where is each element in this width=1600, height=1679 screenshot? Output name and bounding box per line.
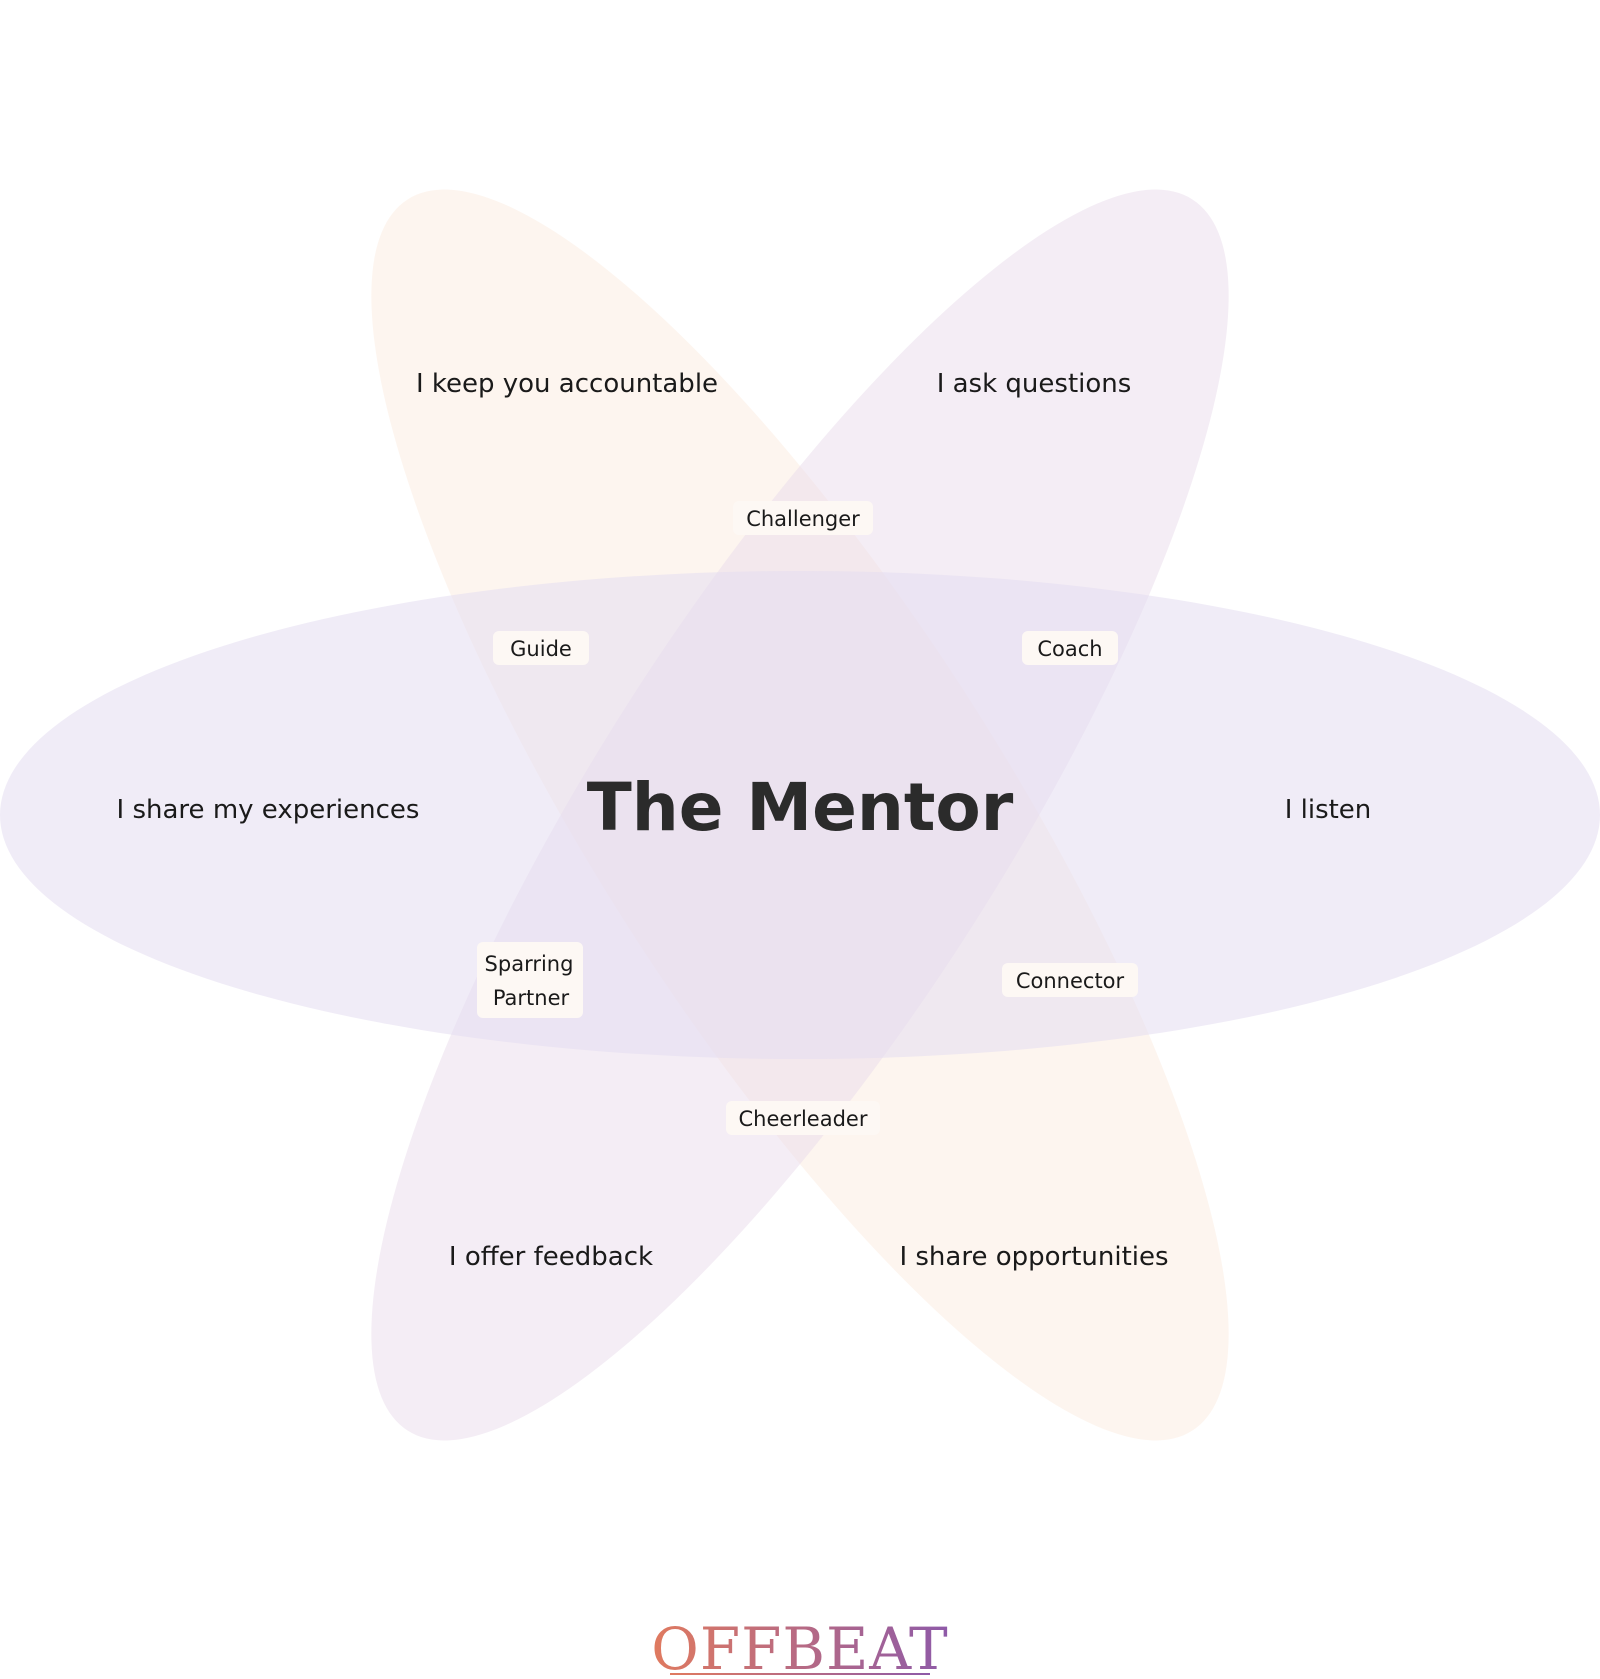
role-label-partner: Partner [493,986,570,1010]
role-badge-guide: Guide [493,631,589,665]
role-label-coach: Coach [1037,637,1102,661]
role-label-challenger: Challenger [746,507,860,531]
role-badge-challenger: Challenger [733,501,873,535]
role-badge-cheerleader: Cheerleader [726,1101,880,1135]
center-title: The Mentor [587,769,1014,846]
petal-label-experiences: I share my experiences [117,795,420,825]
petal-label-listen: I listen [1285,795,1372,825]
brand-wordmark: OFFBEAT [651,1615,948,1679]
brand-underline [670,1673,930,1675]
role-label-guide: Guide [510,637,572,661]
petal-label-questions: I ask questions [937,369,1132,399]
petal-label-accountable: I keep you accountable [416,369,718,399]
role-badge-sparring-partner: Sparring Partner [477,942,583,1018]
petal-label-feedback: I offer feedback [449,1242,653,1272]
role-label-connector: Connector [1016,969,1125,993]
ellipse-experiences-listen [0,571,1600,1059]
role-badge-connector: Connector [1002,963,1138,997]
petal-ellipses [0,189,1600,1441]
offbeat-logo: OFFBEAT [651,1615,948,1679]
role-badge-coach: Coach [1022,631,1118,665]
role-label-cheerleader: Cheerleader [739,1107,868,1131]
role-badges: Challenger Guide Coach Sparring Partner … [477,501,1138,1135]
petal-label-opportunities: I share opportunities [899,1242,1168,1272]
petal-labels: I keep you accountable I ask questions I… [117,369,1372,1272]
role-label-sparring: Sparring [485,952,574,976]
